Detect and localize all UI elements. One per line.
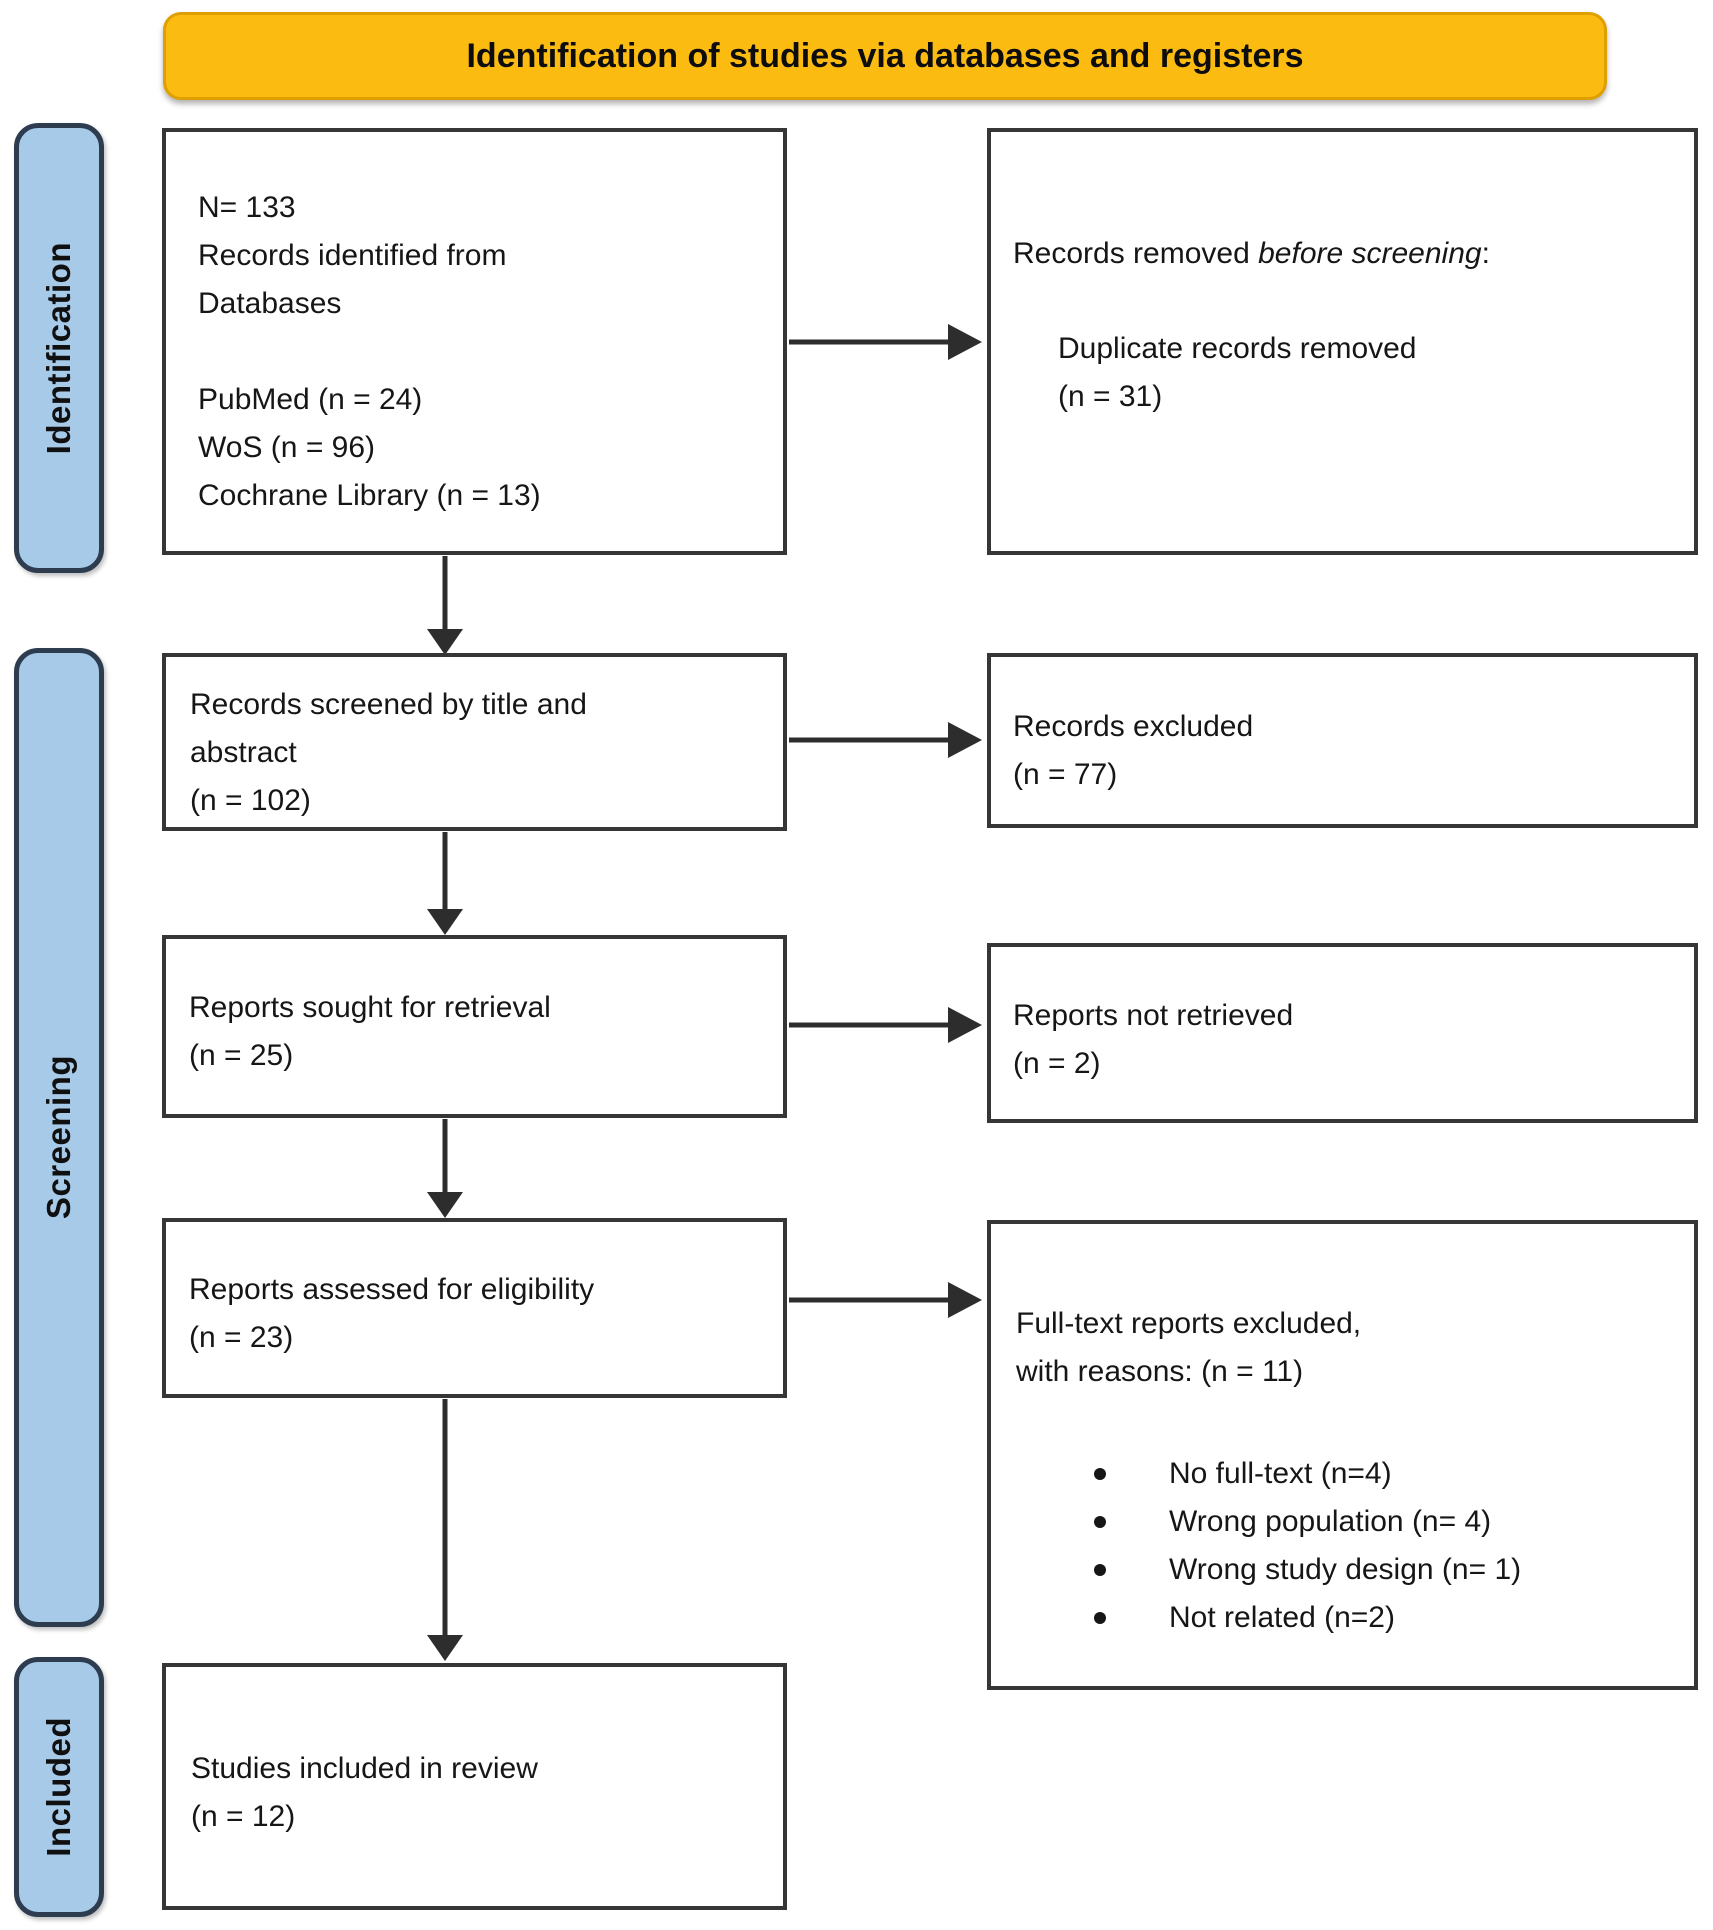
list-item: Wrong study design (n= 1)	[1094, 1546, 1674, 1594]
records-screened-line: abstract	[190, 736, 297, 769]
bullet-icon	[1094, 1612, 1106, 1624]
bullet-icon	[1094, 1516, 1106, 1528]
records-identified-line: WoS (n = 96)	[198, 431, 376, 464]
records-identified-line: Databases	[198, 287, 342, 320]
studies-included-line: Studies included in review	[191, 1752, 538, 1785]
records-identified-line	[198, 328, 763, 376]
stage-label-identification: Identification	[14, 123, 104, 573]
studies-included-line: (n = 12)	[191, 1800, 296, 1833]
arrow-assessed-to-fulltext-excluded	[789, 1282, 982, 1318]
records-removed-italic: before screening	[1258, 237, 1482, 270]
bullet-icon	[1094, 1564, 1106, 1576]
fulltext-excluded-reasons-list: No full-text (n=4) Wrong population (n= …	[1094, 1450, 1674, 1642]
records-identified-line: N= 133	[198, 191, 296, 224]
banner-title: Identification of studies via databases …	[466, 36, 1304, 75]
arrow-identified-to-screened	[427, 556, 463, 655]
records-removed-prefix: Records removed	[1013, 237, 1259, 270]
box-records-excluded: Records excluded (n = 77)	[987, 653, 1698, 828]
stage-label-identification-text: Identification	[40, 241, 77, 455]
box-fulltext-excluded: Full-text reports excluded, with reasons…	[987, 1220, 1698, 1690]
records-removed-suffix: :	[1481, 237, 1490, 270]
list-item: Wrong population (n= 4)	[1094, 1498, 1674, 1546]
list-item: No full-text (n=4)	[1094, 1450, 1674, 1498]
arrow-identified-to-removed	[789, 324, 982, 360]
list-item: Not related (n=2)	[1094, 1594, 1674, 1642]
records-identified-line: Records identified from	[198, 239, 507, 272]
records-screened-line: Records screened by title and	[190, 688, 587, 721]
stage-label-screening: Screening	[14, 648, 104, 1627]
reports-sought-line: (n = 25)	[189, 1039, 294, 1072]
records-screened-line: (n = 102)	[190, 784, 311, 817]
reports-assessed-line: (n = 23)	[189, 1321, 294, 1354]
records-identified-line: Cochrane Library (n = 13)	[198, 479, 541, 512]
records-excluded-line: Records excluded	[1013, 710, 1254, 743]
arrow-assessed-to-included	[427, 1399, 463, 1661]
arrow-screened-to-sought	[427, 832, 463, 935]
reports-sought-line: Reports sought for retrieval	[189, 991, 551, 1024]
bullet-icon	[1094, 1468, 1106, 1480]
box-reports-not-retrieved: Reports not retrieved (n = 2)	[987, 943, 1698, 1123]
stage-label-included-text: Included	[40, 1717, 77, 1857]
stage-label-included: Included	[14, 1657, 104, 1917]
arrow-sought-to-assessed	[427, 1119, 463, 1218]
reports-not-retrieved-line: Reports not retrieved	[1013, 999, 1294, 1032]
reports-not-retrieved-line: (n = 2)	[1013, 1047, 1101, 1080]
box-reports-assessed: Reports assessed for eligibility (n = 23…	[162, 1218, 787, 1398]
box-records-screened: Records screened by title and abstract (…	[162, 653, 787, 831]
arrow-sought-to-not-retrieved	[789, 1007, 982, 1043]
records-identified-line: PubMed (n = 24)	[198, 383, 423, 416]
stage-label-screening-text: Screening	[40, 1055, 77, 1220]
box-studies-included: Studies included in review (n = 12)	[162, 1663, 787, 1910]
records-removed-detail-line: (n = 31)	[1058, 380, 1163, 413]
banner: Identification of studies via databases …	[163, 12, 1607, 100]
list-item-text: Not related (n=2)	[1169, 1601, 1395, 1634]
list-item-text: Wrong population (n= 4)	[1169, 1505, 1492, 1538]
box-records-removed: Records removed before screening: Duplic…	[987, 128, 1698, 555]
reports-assessed-line: Reports assessed for eligibility	[189, 1273, 595, 1306]
fulltext-excluded-header-line: Full-text reports excluded,	[1016, 1307, 1362, 1340]
box-records-identified: N= 133 Records identified from Databases…	[162, 128, 787, 555]
records-removed-detail: Duplicate records removed (n = 31)	[1058, 325, 1674, 421]
records-removed-detail-line: Duplicate records removed	[1058, 332, 1417, 365]
list-item-text: Wrong study design (n= 1)	[1169, 1553, 1522, 1586]
box-reports-sought: Reports sought for retrieval (n = 25)	[162, 935, 787, 1118]
arrow-screened-to-excluded	[789, 722, 982, 758]
records-excluded-line: (n = 77)	[1013, 758, 1118, 791]
fulltext-excluded-header-line: with reasons: (n = 11)	[1016, 1355, 1304, 1388]
list-item-text: No full-text (n=4)	[1169, 1457, 1392, 1490]
records-removed-header: Records removed before screening:	[1013, 230, 1674, 278]
